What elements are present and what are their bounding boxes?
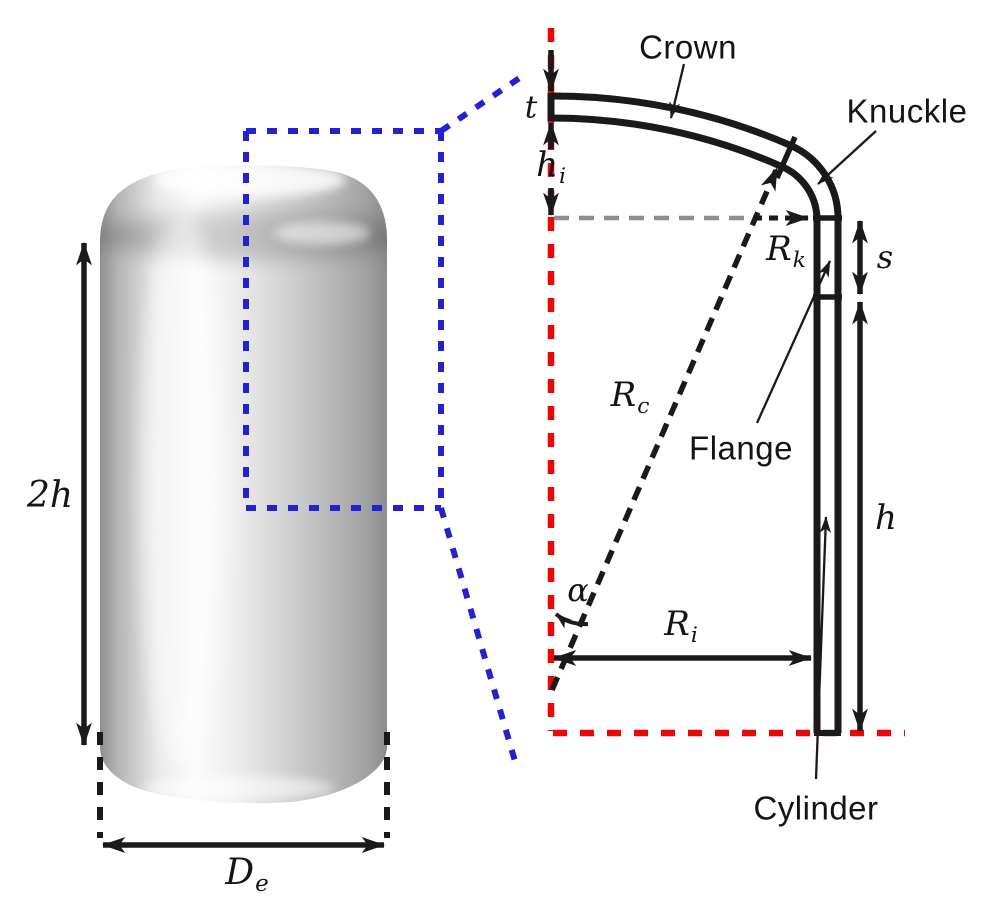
hi-sub: i bbox=[558, 163, 566, 189]
flange-label-text: Flange bbox=[689, 429, 793, 467]
zoom-connector-bottom bbox=[438, 507, 520, 769]
thickness-t-label: t bbox=[524, 89, 538, 126]
h-base: h bbox=[875, 498, 897, 538]
body-highlight-band bbox=[140, 210, 224, 770]
outer-diameter-label: De bbox=[225, 852, 269, 896]
t-base: t bbox=[524, 89, 538, 126]
vessel-shading bbox=[100, 165, 387, 800]
De-sub: e bbox=[255, 870, 269, 897]
crown-leader bbox=[669, 63, 686, 119]
crown-label: Crown bbox=[639, 31, 737, 64]
s-base: s bbox=[876, 238, 894, 276]
straight-flange-s-label: s bbox=[877, 241, 893, 273]
alpha-base: α bbox=[567, 571, 589, 609]
crown-knuckle-boundary-tick bbox=[774, 135, 798, 180]
total-height-2h-label: 2h bbox=[27, 478, 73, 514]
alpha-label: α bbox=[567, 574, 589, 606]
detail-dimensions bbox=[543, 50, 868, 733]
symmetry-axis bbox=[547, 28, 905, 737]
inner-radius-label: Ri bbox=[664, 604, 698, 646]
cylinder-label-text: Cylinder bbox=[753, 789, 879, 827]
Rk-base: R bbox=[766, 229, 792, 269]
zoom-connector-top bbox=[439, 74, 523, 134]
dome-side-highlight bbox=[274, 221, 370, 245]
leader-arrows bbox=[669, 63, 877, 780]
head-wall-section bbox=[547, 92, 842, 736]
Rk-sub: k bbox=[792, 247, 806, 273]
knuckle-leader bbox=[817, 130, 877, 185]
alpha-angle-arrow bbox=[554, 612, 589, 629]
cylinder-leader bbox=[814, 516, 832, 780]
knuckle-radius-label: Rk bbox=[766, 229, 806, 271]
Rc-base: R bbox=[610, 375, 637, 415]
flange-leader bbox=[755, 260, 832, 424]
hi-base: h bbox=[536, 145, 558, 185]
crown-radius-Rc-line bbox=[549, 166, 780, 692]
crown-label-text: Crown bbox=[639, 28, 737, 66]
Ri-base: R bbox=[664, 604, 690, 644]
crown-radius-label: Rc bbox=[610, 375, 650, 417]
Rc-sub: c bbox=[637, 393, 650, 419]
zoom-region-box bbox=[243, 74, 523, 769]
cylinder-label: Cylinder bbox=[753, 792, 878, 825]
flange-label: Flange bbox=[689, 432, 793, 465]
half-height-h-label: h bbox=[875, 501, 897, 535]
bottom-highlight bbox=[142, 776, 334, 800]
dim-De-group bbox=[97, 732, 390, 853]
vessel-3d-render bbox=[100, 165, 387, 804]
dome-top-highlight bbox=[154, 165, 346, 197]
head-inner-height-label: hi bbox=[536, 145, 566, 187]
Ri-sub: i bbox=[690, 622, 698, 648]
De-base: D bbox=[225, 852, 255, 893]
knuckle-label-text: Knuckle bbox=[846, 92, 968, 130]
2h-base: 2h bbox=[26, 475, 74, 516]
knuckle-label: Knuckle bbox=[847, 95, 968, 128]
